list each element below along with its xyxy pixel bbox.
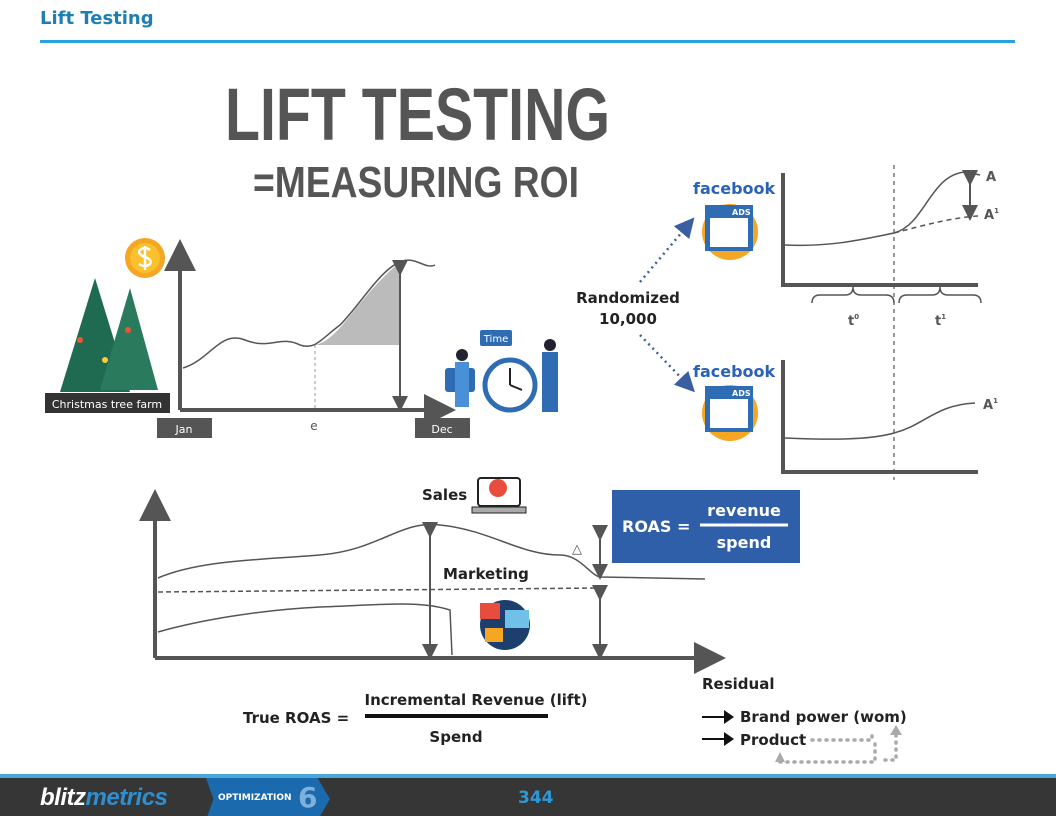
sales-label: Sales: [422, 486, 467, 504]
section-label: OPTIMIZATION: [218, 793, 292, 803]
sales-chart: [139, 489, 726, 674]
svg-text:ADS: ADS: [732, 208, 751, 217]
roas-numerator: revenue: [707, 501, 781, 520]
svg-text:ADS: ADS: [732, 389, 751, 398]
residual-label: Residual: [702, 675, 774, 693]
arrow-right-icon: [702, 732, 734, 746]
residual-item-product: Product: [740, 731, 806, 749]
randomized-count: 10,000: [599, 310, 657, 328]
svg-text:facebook: facebook: [693, 362, 776, 381]
delta-symbol: △: [572, 542, 582, 557]
label-t0: t0: [848, 313, 859, 329]
roas-lhs: ROAS =: [622, 517, 690, 536]
facebook-ads-icon-top: facebook ADS: [693, 179, 776, 260]
true-roas-denominator: Spend: [429, 728, 482, 746]
label-a1-control: A1: [983, 397, 998, 413]
x-label-e: e: [310, 419, 317, 433]
jan-label-bg: [157, 418, 212, 438]
arrow-right-icon: [702, 710, 734, 724]
dec-label-bg: [415, 418, 470, 438]
true-roas-lhs: True ROAS =: [243, 709, 349, 727]
label-a: A: [986, 170, 996, 185]
facebook-ads-icon-bottom: facebook ADS: [693, 362, 776, 441]
x-label-jan: Jan: [175, 423, 193, 436]
farm-label: Christmas tree farm: [52, 398, 162, 411]
christmas-tree-icon: [60, 278, 158, 392]
arrow-to-group-a: [639, 217, 695, 283]
arrow-to-group-b: [639, 334, 695, 393]
laptop-discount-icon: [471, 477, 527, 514]
roas-denominator: spend: [717, 533, 772, 552]
time-badge: Time: [483, 334, 508, 345]
marketing-label: Marketing: [443, 565, 529, 583]
true-roas-numerator: Incremental Revenue (lift): [365, 691, 588, 709]
headline-line1: LIFT TESTING: [225, 73, 610, 156]
header-title: Lift Testing: [40, 8, 154, 29]
footer: blitzmetrics OPTIMIZATION 6 344: [0, 774, 1056, 816]
blitzmetrics-logo: blitzmetrics: [40, 784, 168, 811]
media-icon: [480, 600, 530, 650]
dotted-arrow-head: [890, 725, 902, 735]
headline-line2: =MEASURING ROI: [253, 158, 579, 207]
seasonal-chart: [164, 239, 456, 426]
section-number: 6: [298, 781, 318, 814]
time-management-illustration: [445, 330, 558, 413]
section-badge: OPTIMIZATION 6: [206, 778, 330, 816]
dotted-arrow-head: [775, 752, 785, 762]
x-label-dec: Dec: [431, 423, 452, 436]
dollar-coin-icon: [125, 238, 165, 278]
farm-label-bg: [45, 393, 170, 413]
dotted-path: [878, 733, 898, 762]
feedback-loop-dotted-arrow: [778, 733, 877, 764]
randomized-label: Randomized: [576, 289, 680, 307]
page-number: 344: [518, 788, 554, 808]
header-divider: [40, 40, 1015, 43]
label-t1: t1: [935, 313, 946, 329]
lift-chart-control: [781, 360, 978, 474]
lift-chart-treatment: [781, 165, 982, 480]
residual-item-brand: Brand power (wom): [740, 708, 907, 726]
label-a1: A1: [984, 207, 999, 223]
svg-text:facebook: facebook: [693, 179, 776, 198]
